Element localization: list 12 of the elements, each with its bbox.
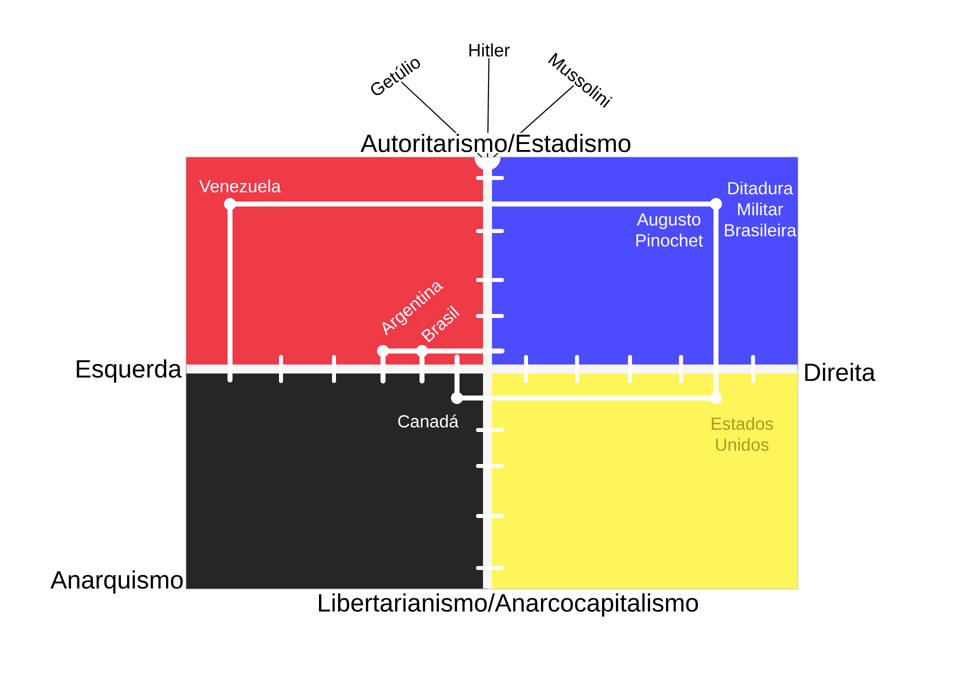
axis-label: Direita [805, 362, 876, 382]
axis-label: Autoritarismo/Estadismo [360, 132, 632, 154]
point-label: Estados Unidos [712, 417, 773, 451]
point-label: Augusto Pinochet [636, 213, 703, 247]
axis-label: Libertarianismo/Anarcocapitalismo [319, 593, 698, 617]
point-label: Canadá [398, 414, 459, 428]
axis-label: Anarquismo [50, 570, 183, 594]
point-label: Venezuela [199, 180, 281, 192]
name-label: Hitler [469, 43, 510, 57]
highlight-spot [474, 157, 500, 170]
axis-label: Esquerda [76, 359, 182, 383]
point-label: Ditadura Militar Brasileira [724, 182, 796, 236]
